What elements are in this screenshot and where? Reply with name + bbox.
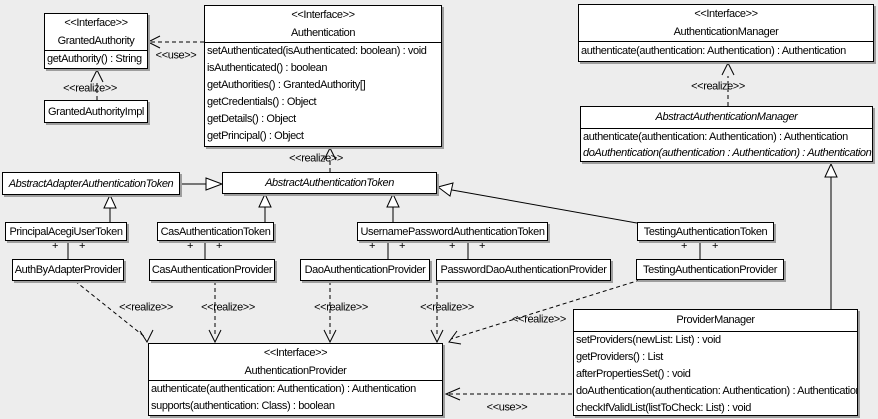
class-box-username-password-authentication-token[interactable]: UsernamePasswordAuthenticationToken <box>357 222 548 241</box>
realize-label: <<realize>> <box>420 301 474 314</box>
class-name: GrantedAuthorityImpl <box>48 105 144 118</box>
class-method: authenticate(authentication: Authenticat… <box>583 131 848 143</box>
class-method: authenticate(authentication: Authenticat… <box>151 383 416 395</box>
open-arrowhead-icon <box>721 61 735 76</box>
association-plus-mark: + <box>78 240 86 252</box>
realize-label: <<realize>> <box>691 80 745 93</box>
class-name: PrincipalAcegiUserToken <box>9 225 123 238</box>
association-plus-mark: + <box>448 240 456 252</box>
class-name: AuthenticationManager <box>673 26 779 38</box>
class-name: CasAuthenticationProvider <box>151 264 273 276</box>
class-name: TestingAuthenticationProvider <box>643 263 777 276</box>
realize-label: <<realize>> <box>512 313 566 326</box>
association-plus-mark: + <box>215 240 223 252</box>
class-method: afterPropertiesSet() : void <box>576 368 691 380</box>
hollow-triangle-icon <box>386 192 400 208</box>
hollow-triangle-icon <box>824 162 838 178</box>
class-box-principal-acegi-user-token[interactable]: PrincipalAcegiUserToken <box>5 222 127 241</box>
class-name: UsernamePasswordAuthenticationToken <box>360 225 545 238</box>
class-box-abstract-authentication-token[interactable]: AbstractAuthenticationToken <box>222 172 437 194</box>
class-method: getCredentials() : Object <box>207 96 317 108</box>
class-box-authentication[interactable]: <<Interface>> Authentication setAuthenti… <box>204 5 442 147</box>
class-name: DaoAuthenticationProvider <box>304 264 426 276</box>
class-box-granted-authority-impl[interactable]: GrantedAuthorityImpl <box>44 100 148 123</box>
class-box-cas-authentication-token[interactable]: CasAuthenticationToken <box>157 222 274 241</box>
open-arrowhead-icon <box>146 35 161 49</box>
open-arrowhead-icon <box>208 329 222 344</box>
class-name: TestingAuthenticationToken <box>643 225 768 238</box>
association-plus-mark: + <box>51 240 59 252</box>
hollow-triangle-icon <box>258 192 272 208</box>
class-method: getProviders() : List <box>576 351 663 363</box>
class-name: GrantedAuthority <box>57 35 135 47</box>
realize-label: <<realize>> <box>201 301 255 314</box>
use-label: <<use>> <box>486 401 528 414</box>
class-name: CasAuthenticationToken <box>160 225 271 238</box>
class-stereotype: <<Interface>> <box>64 17 128 29</box>
class-method: supports(authentication: Class) : boolea… <box>151 400 335 412</box>
class-box-dao-authentication-provider[interactable]: DaoAuthenticationProvider <box>300 259 430 281</box>
association-plus-mark: + <box>186 240 194 252</box>
class-box-password-dao-authentication-provider[interactable]: PasswordDaoAuthenticationProvider <box>436 259 611 281</box>
class-name: AbstractAdapterAuthenticationToken <box>8 177 174 190</box>
class-name: PasswordDaoAuthenticationProvider <box>440 264 607 276</box>
class-stereotype: <<Interface>> <box>694 8 758 20</box>
association-plus-mark: + <box>680 240 688 252</box>
class-method: doAuthentication(authentication : Authen… <box>583 147 872 159</box>
class-stereotype: <<Interface>> <box>291 9 355 21</box>
open-arrowhead-icon <box>448 330 462 345</box>
association-plus-mark: + <box>711 240 719 252</box>
class-name: AbstractAuthenticationToken <box>265 177 394 189</box>
class-method: getPrincipal() : Object <box>207 130 304 142</box>
open-arrowhead-icon <box>430 329 444 344</box>
realize-label: <<realize>> <box>119 301 173 314</box>
association-plus-mark: + <box>478 240 486 252</box>
realize-label: <<realize>> <box>314 301 368 314</box>
open-arrowhead-icon <box>444 387 461 401</box>
class-method: isAuthenticated() : boolean <box>207 62 328 74</box>
class-method: checkIfValidList(listToCheck: List) : vo… <box>576 402 751 414</box>
realize-label: <<realize>> <box>289 152 343 165</box>
class-box-authentication-manager[interactable]: <<Interface>> AuthenticationManager auth… <box>578 4 874 62</box>
hollow-triangle-icon <box>436 182 454 197</box>
class-box-testing-authentication-provider[interactable]: TestingAuthenticationProvider <box>636 259 784 280</box>
open-arrowhead-icon <box>323 329 337 344</box>
class-box-authentication-provider[interactable]: <<Interface>> AuthenticationProvider aut… <box>148 343 443 416</box>
class-method: doAuthentication(authentication: Authent… <box>576 385 857 397</box>
class-box-provider-manager[interactable]: ProviderManager setProviders(newList: Li… <box>573 309 858 416</box>
association-plus-mark: + <box>398 240 406 252</box>
class-method: setProviders(newList: List) : void <box>576 334 721 346</box>
class-name: Authentication <box>290 27 356 39</box>
class-method: getAuthorities() : GrantedAuthority[] <box>207 79 366 91</box>
use-label: <<use>> <box>155 49 197 62</box>
class-name: AuthByAdapterProvider <box>14 264 122 276</box>
class-box-granted-authority[interactable]: <<Interface>> GrantedAuthority getAuthor… <box>44 13 148 69</box>
class-method: setAuthenticated(isAuthenticated: boolea… <box>207 45 427 57</box>
class-method: authenticate(authentication: Authenticat… <box>581 45 846 57</box>
class-box-auth-by-adapter-provider[interactable]: AuthByAdapterProvider <box>12 259 124 281</box>
generalization-testing-token <box>451 189 638 224</box>
class-name: ProviderManager <box>676 314 755 326</box>
class-method: getAuthority() : String <box>47 53 142 65</box>
class-box-testing-authentication-token[interactable]: TestingAuthenticationToken <box>637 222 774 241</box>
realize-label: <<realize>> <box>63 82 117 95</box>
association-plus-mark: + <box>368 240 376 252</box>
class-box-abstract-authentication-manager[interactable]: AbstractAuthenticationManager authentica… <box>580 106 873 162</box>
open-arrowhead-icon <box>90 68 104 83</box>
hollow-triangle-icon <box>205 177 224 191</box>
class-box-cas-authentication-provider[interactable]: CasAuthenticationProvider <box>149 259 275 281</box>
class-method: getDetails() : Object <box>207 113 296 125</box>
class-name: AbstractAuthenticationManager <box>655 111 798 123</box>
open-arrowhead-icon <box>139 329 154 344</box>
class-name: AuthenticationProvider <box>244 365 347 377</box>
hollow-triangle-icon <box>103 193 117 209</box>
class-box-abstract-adapter-authentication-token[interactable]: AbstractAdapterAuthenticationToken <box>2 172 180 195</box>
class-stereotype: <<Interface>> <box>263 347 328 359</box>
